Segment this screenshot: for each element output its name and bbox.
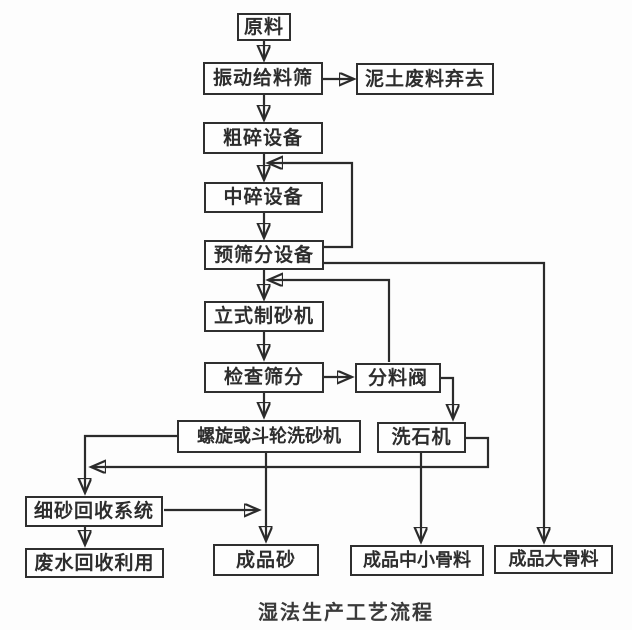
node-fine-sand-recovery: 细砂回收系统 (25, 496, 163, 527)
node-finished-sand-label: 成品砂 (235, 548, 296, 571)
node-stone-washer: 洗石机 (377, 422, 466, 453)
node-raw-material-label: 原料 (243, 15, 284, 38)
edge-prescreen-feedback-to-medium (268, 163, 354, 249)
node-splitter-valve: 分料阀 (355, 363, 441, 393)
edge-stonewasher-loop-to-finesand (91, 436, 490, 467)
node-pre-screening: 预筛分设备 (204, 240, 324, 270)
node-finished-sand: 成品砂 (213, 544, 319, 576)
node-vibrating-feeder: 振动给料筛 (203, 62, 323, 95)
node-dirt-waste: 泥土废料弃去 (356, 63, 494, 95)
node-vertical-sand-maker-label: 立式制砂机 (213, 305, 314, 327)
edge-prescreen-to-large-aggregate (324, 261, 544, 542)
node-check-screening: 检查筛分 (204, 362, 324, 393)
node-spiral-sand-washer: 螺旋或斗轮洗砂机 (177, 420, 361, 453)
node-vertical-sand-maker: 立式制砂机 (204, 301, 324, 332)
node-coarse-crusher: 粗碎设备 (203, 122, 323, 154)
node-check-screening-label: 检查筛分 (223, 366, 304, 388)
node-raw-material: 原料 (237, 13, 291, 41)
node-finished-large-aggregate-label: 成品大骨料 (508, 548, 599, 570)
node-finished-large-aggregate: 成品大骨料 (494, 545, 613, 574)
node-spiral-sand-washer-label: 螺旋或斗轮洗砂机 (197, 425, 341, 447)
node-stone-washer-label: 洗石机 (391, 426, 452, 448)
node-pre-screening-label: 预筛分设备 (213, 243, 314, 266)
diagram-caption: 湿法生产工艺流程 (258, 600, 434, 624)
node-vibrating-feeder-label: 振动给料筛 (212, 67, 313, 89)
node-fine-sand-recovery-label: 细砂回收系统 (33, 500, 154, 522)
node-waste-water-recycling: 废水回收利用 (25, 548, 164, 578)
node-splitter-valve-label: 分料阀 (367, 366, 428, 389)
edge-valve-to-stonewasher (441, 376, 453, 419)
edge-sandwasher-to-finesand (85, 434, 177, 493)
edge-valve-feedback-to-sandmaker (268, 280, 391, 362)
node-medium-crusher-label: 中碎设备 (223, 186, 304, 208)
node-coarse-crusher-label: 粗碎设备 (222, 126, 303, 149)
node-finished-medium-small-aggregate: 成品中小骨料 (350, 545, 484, 576)
node-medium-crusher: 中碎设备 (204, 182, 323, 213)
node-finished-medium-small-aggregate-label: 成品中小骨料 (363, 549, 471, 571)
node-waste-water-recycling-label: 废水回收利用 (34, 551, 155, 574)
node-dirt-waste-label: 泥土废料弃去 (364, 67, 485, 90)
